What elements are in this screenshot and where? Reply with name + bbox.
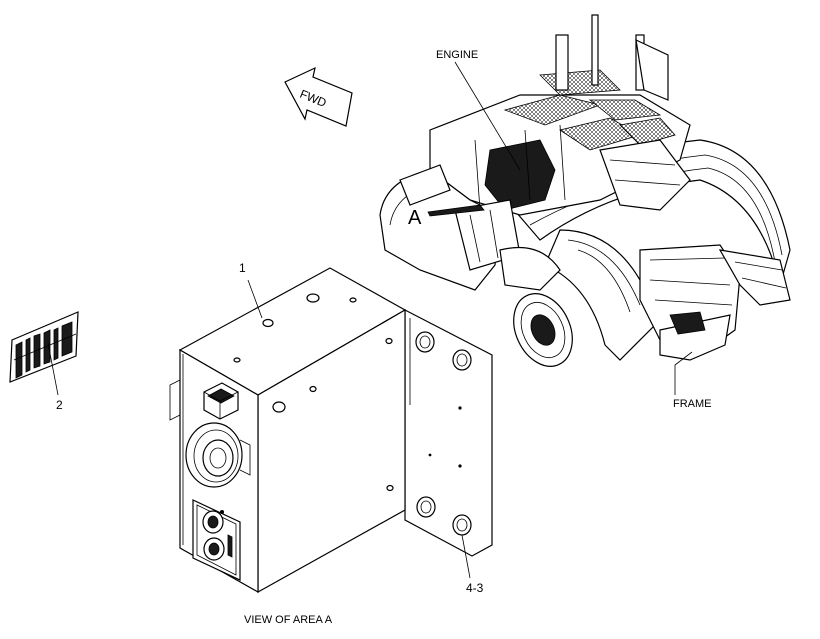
wheel — [513, 293, 573, 367]
frame-leader-line — [674, 351, 693, 395]
area-a-marker: A — [408, 207, 422, 229]
item-4-3-leader-line — [461, 534, 471, 579]
small-connector — [203, 382, 239, 420]
engine-leader-line — [454, 61, 521, 171]
machine-drawing: ENGINE A FRAME — [379, 14, 791, 410]
rear-frame — [599, 139, 791, 361]
item-2-label: 2 — [56, 398, 63, 412]
round-connector — [185, 422, 251, 488]
area-a-arrow — [427, 204, 485, 217]
mounting-studs — [415, 331, 472, 536]
view-caption: VIEW OF AREA A — [244, 614, 333, 626]
item-1-leader-line — [247, 279, 263, 319]
item-4-3-label: 4-3 — [466, 581, 484, 595]
item-1-label: 1 — [239, 261, 246, 275]
control-module-part: 1 4-3 — [169, 261, 493, 595]
fwd-arrow-icon: FWD — [284, 66, 353, 127]
decal-part: 2 — [9, 311, 79, 412]
frame-label: FRAME — [673, 398, 712, 410]
item-2-leader-line — [47, 342, 59, 396]
engine-label: ENGINE — [436, 49, 478, 61]
machine-front — [379, 164, 561, 291]
twin-connector — [192, 499, 241, 581]
